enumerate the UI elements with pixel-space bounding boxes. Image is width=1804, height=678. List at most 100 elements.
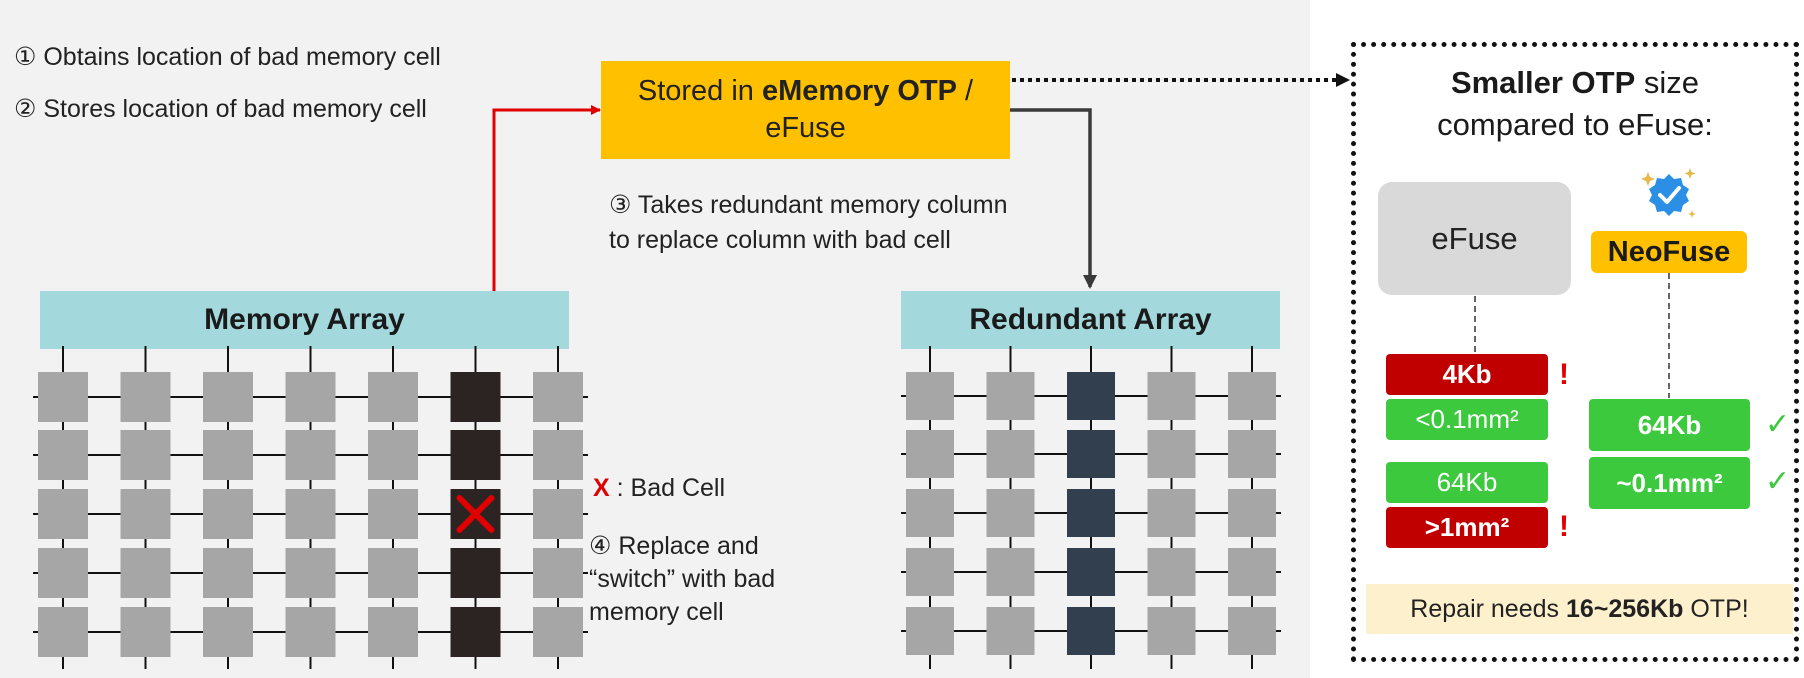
memory-cell xyxy=(906,489,954,537)
efuse-4kb-area: <0.1mm² xyxy=(1386,399,1548,440)
memory-cell xyxy=(285,607,336,657)
memory-cell xyxy=(533,548,583,598)
memory-cell xyxy=(38,548,88,598)
redundant-column-cell xyxy=(1067,430,1115,478)
memory-cell xyxy=(368,548,418,598)
memory-cell xyxy=(1147,489,1196,537)
step-4-text: ④ Replace and “switch” with bad memory c… xyxy=(589,530,775,629)
neofuse-label: NeoFuse xyxy=(1591,231,1747,273)
bad-cell-legend: X : Bad Cell xyxy=(593,472,725,505)
step-3-text-line2: to replace column with bad cell xyxy=(609,226,951,254)
step-3-text-line1: ③ Takes redundant memory column xyxy=(609,191,1008,219)
redundant-array-grid xyxy=(901,346,1281,669)
memory-cell xyxy=(285,372,336,422)
memory-cell xyxy=(120,489,171,539)
memory-array-grid xyxy=(33,346,588,669)
repair-bold: 16~256Kb xyxy=(1565,595,1684,623)
memory-cell xyxy=(38,607,88,657)
step-4-line2: “switch” with bad xyxy=(589,565,776,593)
memory-cell xyxy=(285,548,336,598)
memory-cell xyxy=(986,372,1035,420)
memory-cell xyxy=(906,607,954,655)
efuse-64kb-area: >1mm² xyxy=(1386,507,1548,548)
memory-cell xyxy=(1228,607,1276,655)
step-4-line3: memory cell xyxy=(589,598,724,626)
comparison-title: Smaller OTP size compared to eFuse: xyxy=(1351,62,1799,146)
replace-column-arrow xyxy=(1010,108,1097,289)
memory-cell xyxy=(986,430,1035,478)
otp-comparison-panel xyxy=(1351,42,1799,662)
memory-cell xyxy=(533,489,583,539)
memory-array-title: Memory Array xyxy=(40,291,569,349)
bad-column-cell xyxy=(450,372,501,422)
step-1-text: ① Obtains location of bad memory cell xyxy=(14,43,441,71)
memory-cell xyxy=(203,489,253,539)
memory-cell xyxy=(38,430,88,480)
otp-box-line2: eFuse xyxy=(765,112,846,144)
memory-cell xyxy=(1228,548,1276,596)
memory-cell xyxy=(120,372,171,422)
memory-cell xyxy=(285,430,336,480)
bad-cell-legend-label: : Bad Cell xyxy=(609,474,726,502)
efuse-box: eFuse xyxy=(1378,182,1571,295)
repair-prefix: Repair needs xyxy=(1410,595,1566,623)
memory-cell xyxy=(986,489,1035,537)
bad-column-cell xyxy=(450,607,501,657)
otp-box-bold: eMemory OTP xyxy=(762,75,957,107)
otp-box-prefix: Stored in xyxy=(637,75,762,107)
memory-cell xyxy=(203,372,253,422)
bad-cell-x-icon xyxy=(456,495,495,533)
memory-cell xyxy=(368,372,418,422)
otp-box-suffix: / xyxy=(957,75,974,107)
bad-column-cell xyxy=(450,548,501,598)
memory-cell xyxy=(120,430,171,480)
memory-cell xyxy=(533,607,583,657)
memory-cell xyxy=(906,372,954,420)
verified-badge-icon xyxy=(1641,168,1696,218)
step-4-line1: ④ Replace and xyxy=(589,532,759,560)
redundant-array-title: Redundant Array xyxy=(901,291,1280,349)
efuse-64kb-warning: ! xyxy=(1559,510,1569,543)
memory-cell xyxy=(203,607,253,657)
memory-cell xyxy=(533,372,583,422)
memory-cell xyxy=(1147,548,1196,596)
memory-cell xyxy=(203,430,253,480)
memory-cell xyxy=(1228,372,1276,420)
memory-cell xyxy=(285,489,336,539)
memory-cell xyxy=(906,430,954,478)
efuse-4kb-warning: ! xyxy=(1559,358,1569,391)
neofuse-area: ~0.1mm² xyxy=(1589,457,1750,509)
memory-cell xyxy=(203,548,253,598)
bad-cell-x-mark: X xyxy=(593,474,610,502)
memory-cell xyxy=(368,607,418,657)
memory-cell xyxy=(120,607,171,657)
redundant-column-cell xyxy=(1067,607,1115,655)
memory-cell xyxy=(1228,430,1276,478)
redundant-column-cell xyxy=(1067,372,1115,420)
memory-cell xyxy=(1147,607,1196,655)
neofuse-64kb-capacity: 64Kb xyxy=(1589,399,1750,451)
memory-cell xyxy=(368,430,418,480)
memory-cell xyxy=(120,548,171,598)
step-2-text: ② Stores location of bad memory cell xyxy=(14,95,427,123)
neofuse-area-check-icon: ✓ xyxy=(1765,465,1791,498)
bad-column-cell xyxy=(450,430,501,480)
redundant-column-cell xyxy=(1067,548,1115,596)
efuse-64kb-capacity: 64Kb xyxy=(1386,462,1548,503)
memory-cell xyxy=(906,548,954,596)
memory-cell xyxy=(986,548,1035,596)
comparison-title-rest: size xyxy=(1635,65,1700,100)
memory-cell xyxy=(986,607,1035,655)
otp-storage-box: Stored in eMemory OTP / eFuse xyxy=(601,61,1010,159)
redundant-column-cell xyxy=(1067,489,1115,537)
memory-cell xyxy=(533,430,583,480)
memory-cell xyxy=(368,489,418,539)
efuse-4kb-capacity: 4Kb xyxy=(1386,354,1548,395)
memory-cell xyxy=(1147,430,1196,478)
comparison-title-line2: compared to eFuse: xyxy=(1437,107,1713,142)
repair-suffix: OTP! xyxy=(1683,595,1749,623)
store-location-arrow xyxy=(492,105,601,291)
memory-cell xyxy=(1147,372,1196,420)
comparison-title-bold: Smaller OTP xyxy=(1450,65,1636,100)
